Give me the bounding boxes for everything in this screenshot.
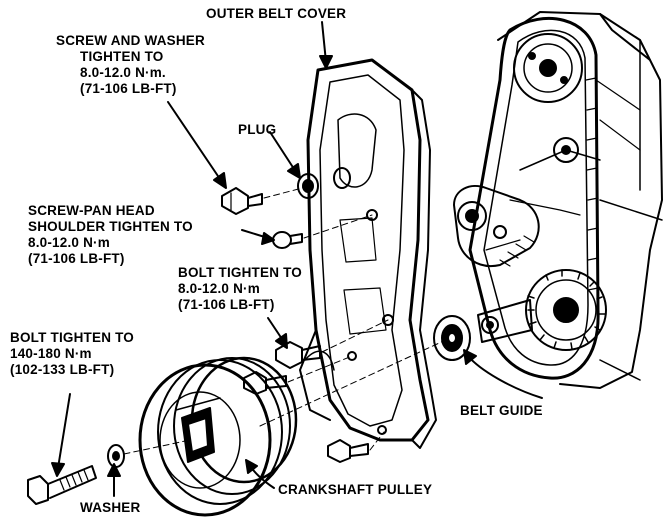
label-line: (102-133 LB-FT) [10, 362, 115, 377]
label-line: (71-106 LB-FT) [28, 251, 125, 266]
label-washer: WASHER [80, 500, 141, 515]
screw-and-washer-icon [221, 187, 263, 215]
label-plug: PLUG [238, 122, 277, 137]
label-line: SCREW AND WASHER [56, 33, 205, 48]
label-screw-and-washer: SCREW AND WASHER TIGHTEN TO 8.0-12.0 N·m… [56, 33, 205, 97]
label-line: (71-106 LB-FT) [178, 297, 275, 312]
crankshaft-sprocket-icon [525, 269, 607, 351]
label-belt-guide: BELT GUIDE [460, 403, 543, 418]
camshaft-sprocket-icon [513, 33, 583, 103]
plug-icon [297, 167, 351, 199]
label-line: SCREW-PAN HEAD [28, 203, 155, 218]
label-line: BOLT TIGHTEN TO [178, 265, 302, 280]
belt-tensioner-icon [519, 137, 601, 171]
label-line: TIGHTEN TO [80, 49, 164, 64]
engine-timing-belt-assembly [453, 11, 663, 389]
label-line: 140-180 N·m [10, 346, 92, 361]
crank-bolt-icon [27, 465, 97, 505]
label-line: 8.0-12.0 N·m. [80, 65, 166, 80]
outer-belt-cover-icon [299, 58, 437, 449]
leader-arrows [51, 21, 543, 497]
crankshaft-pulley-icon [138, 356, 298, 517]
label-screw-pan-head: SCREW-PAN HEAD SHOULDER TIGHTEN TO 8.0-1… [28, 203, 193, 267]
washer-icon [107, 444, 125, 468]
water-pump-icon [453, 185, 540, 268]
label-line: SHOULDER TIGHTEN TO [28, 219, 193, 234]
assembly-axis-lines [123, 185, 451, 455]
label-crankshaft-pulley: CRANKSHAFT PULLEY [278, 482, 433, 497]
label-cover-bolt: BOLT TIGHTEN TO 8.0-12.0 N·m (71-106 LB-… [178, 265, 302, 313]
label-line: BOLT TIGHTEN TO [10, 330, 134, 345]
screw-pan-head-icon [272, 231, 303, 249]
belt-guide-icon [433, 315, 471, 361]
label-crank-bolt: BOLT TIGHTEN TO 140-180 N·m (102-133 LB-… [10, 330, 134, 378]
label-line: (71-106 LB-FT) [80, 81, 177, 96]
label-outer-belt-cover: OUTER BELT COVER [206, 6, 347, 21]
label-line: 8.0-12.0 N·m [178, 281, 260, 296]
label-line: 8.0-12.0 N·m [28, 235, 110, 250]
